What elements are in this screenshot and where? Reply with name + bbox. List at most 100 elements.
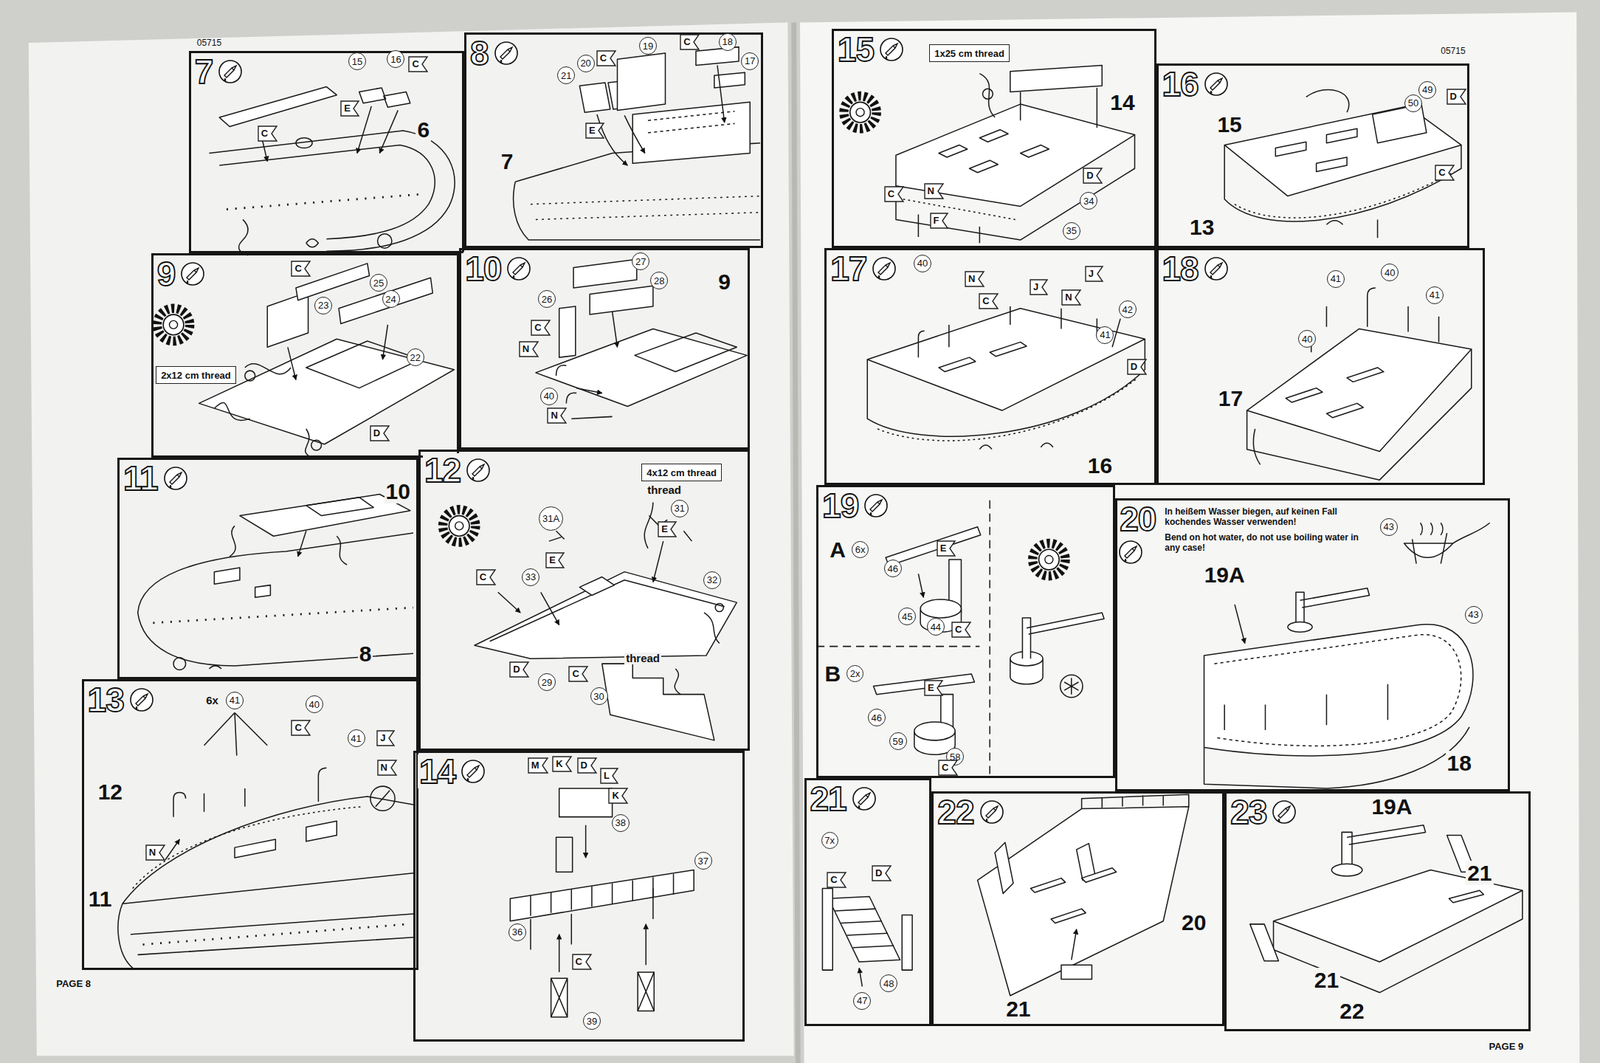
glue-icon xyxy=(186,280,189,284)
part-number: 41 xyxy=(1095,326,1114,344)
sprue-letter-text: E xyxy=(924,680,943,693)
sprue-flag xyxy=(938,760,958,775)
part-number: 2x xyxy=(846,664,864,682)
part-number: 31 xyxy=(670,499,689,518)
sprue-flag xyxy=(531,320,550,336)
sprue-letter: N xyxy=(519,341,539,357)
glue-icon xyxy=(853,787,876,810)
sprue-letter: N xyxy=(924,183,944,199)
sprue-flag xyxy=(377,730,395,746)
assembly-number: 22 xyxy=(1338,998,1366,1023)
ship-line-art xyxy=(828,896,901,963)
part-number-text: 18 xyxy=(722,36,733,47)
sprue-letter-text: C xyxy=(291,261,310,274)
part-number: 41 xyxy=(1326,270,1345,288)
ship-line-art xyxy=(118,903,133,968)
sprue-letter: J xyxy=(377,730,395,746)
sprue-letter-text: N xyxy=(377,760,397,773)
assembly-number: 18 xyxy=(1445,750,1474,775)
ship-line-art xyxy=(1224,144,1462,222)
part-number-text: 19 xyxy=(642,41,654,51)
glue-icon xyxy=(472,476,474,480)
sprue-letter: C xyxy=(952,622,971,637)
sprue-letter-text: M xyxy=(528,757,548,771)
ship-line-art xyxy=(239,219,248,255)
part-number-text: 27 xyxy=(635,256,646,267)
ship-line-art xyxy=(513,181,761,240)
adhesive-symbol xyxy=(1045,555,1054,564)
ship-line-art xyxy=(199,338,455,444)
ship-line-art xyxy=(585,825,587,858)
step-number: 10 xyxy=(463,251,503,286)
part-number-text: 32 xyxy=(707,574,718,585)
ship-line-art xyxy=(208,130,455,251)
sprue-letter: C xyxy=(258,126,277,141)
part-number-text: 30 xyxy=(593,691,604,702)
ship-line-art xyxy=(219,144,435,239)
glue-icon xyxy=(512,262,525,275)
ship-line-art xyxy=(822,887,913,970)
sprue-flag xyxy=(258,126,277,141)
part-number: 34 xyxy=(1079,191,1098,210)
assembly-number: 12 xyxy=(96,779,124,804)
kit-number: 05715 xyxy=(195,38,223,48)
sprue-letter-text: C xyxy=(291,720,310,733)
part-number-text: 59 xyxy=(892,736,903,747)
ship-line-art xyxy=(130,913,414,955)
glue-icon xyxy=(878,36,905,62)
ship-line-art xyxy=(903,199,1016,220)
ship-line-art xyxy=(1224,684,1388,730)
part-number-text: 48 xyxy=(883,978,894,989)
sprue-letter: N xyxy=(377,760,397,775)
step-number: 18 xyxy=(1160,251,1200,286)
glue-icon xyxy=(186,267,199,280)
ship-line-art xyxy=(370,785,395,811)
ship-line-art xyxy=(245,370,256,381)
step-number: 14 xyxy=(417,754,457,789)
sprue-flag xyxy=(577,757,597,773)
step-header: 12 xyxy=(422,453,491,488)
sprue-flag xyxy=(291,720,310,736)
ship-line-art xyxy=(918,214,980,243)
sprue-letter: N xyxy=(1061,290,1081,305)
step-number: 12 xyxy=(422,453,462,488)
glue-icon xyxy=(885,43,898,56)
part-number-text: 29 xyxy=(541,677,553,688)
ship-line-art xyxy=(859,967,862,986)
ship-line-art xyxy=(474,571,737,660)
sprue-letter-text: N xyxy=(965,271,984,285)
sprue-flag xyxy=(509,661,529,677)
ship-line-art xyxy=(1453,522,1491,544)
part-number-text: 43 xyxy=(1467,609,1479,620)
assembly-number: 9 xyxy=(716,269,733,294)
glue-icon xyxy=(885,56,888,60)
glue-icon xyxy=(500,59,502,63)
step-header: 11 xyxy=(121,461,189,496)
sprue-letter: C xyxy=(680,34,699,50)
step-header: 10 xyxy=(463,251,532,286)
sprue-flag xyxy=(979,293,998,309)
ship-line-art xyxy=(1341,825,1426,868)
glue-icon xyxy=(472,464,485,477)
glue-icon xyxy=(506,256,532,282)
ship-line-art xyxy=(540,591,560,625)
glue-icon xyxy=(219,60,242,83)
sprue-letter: C xyxy=(979,293,998,309)
sprue-letter: C xyxy=(408,56,428,72)
ship-line-art xyxy=(617,53,666,110)
sprue-flag xyxy=(546,552,564,568)
sprue-flag xyxy=(924,680,943,696)
ship-line-art xyxy=(979,73,995,118)
step-number: 20 xyxy=(1118,501,1158,536)
sprue-letter: C xyxy=(569,666,588,682)
glue-icon xyxy=(1205,257,1228,280)
step-header: 21 xyxy=(808,781,877,816)
glue-icon xyxy=(1203,71,1229,97)
part-number: 37 xyxy=(694,851,713,870)
part-number-text: 28 xyxy=(653,276,665,286)
part-number: 24 xyxy=(382,290,400,308)
step-header: 8 xyxy=(468,36,519,71)
ship-line-art xyxy=(1010,65,1102,93)
sprue-flag xyxy=(600,768,618,784)
part-number-text: 23 xyxy=(318,300,329,310)
